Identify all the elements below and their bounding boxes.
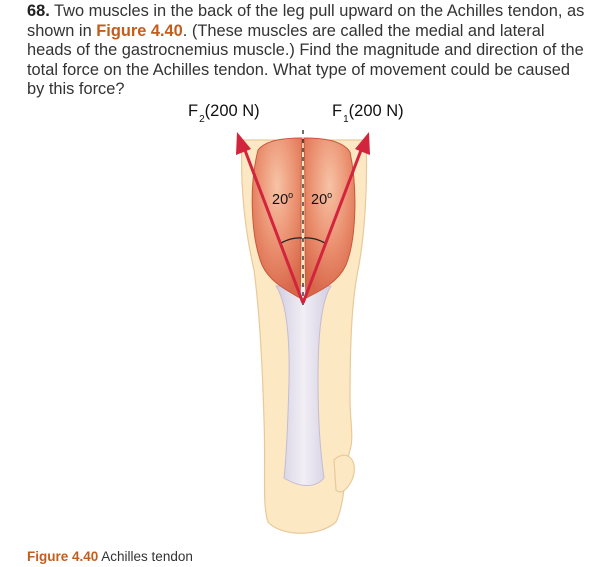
muscle-medial-head [303, 137, 356, 299]
force-label-f2: F2(200 N) [188, 102, 260, 125]
arrowhead-f1 [355, 132, 370, 155]
angle-label-right: 20o [311, 190, 333, 208]
figure-caption: Figure 4.40 Achilles tendon [27, 549, 193, 564]
angle-label-left: 20o [272, 190, 294, 208]
problem-text-after: . (These muscles are called the medial a… [27, 21, 584, 99]
force-arrow-f2 [241, 144, 305, 304]
problem-text-before: Two muscles in the back of the leg pull … [27, 2, 585, 40]
angle-arc-left [280, 237, 303, 244]
force-arrow-f1 [301, 144, 365, 304]
angle-arc-right [303, 237, 326, 244]
caption-figure-ref: Figure 4.40 [27, 549, 99, 564]
achilles-tendon [275, 285, 332, 486]
caption-text: Achilles tendon [98, 549, 193, 564]
heel [333, 454, 355, 493]
force-label-f1: F1(200 N) [332, 102, 404, 125]
arrowhead-f2 [236, 132, 251, 155]
figure-link[interactable]: Figure 4.40 [96, 21, 183, 40]
problem-text: 68. Two muscles in the back of the leg p… [27, 2, 587, 100]
problem-number: 68. [27, 2, 50, 20]
